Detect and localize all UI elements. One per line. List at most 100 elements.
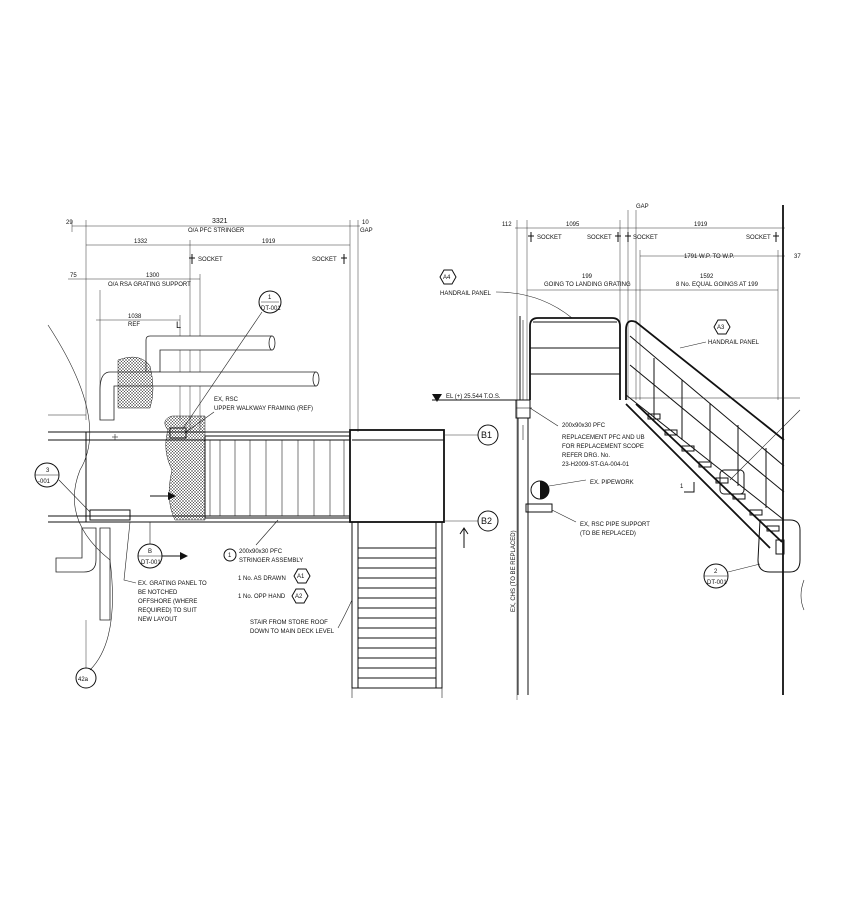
socket-label: SOCKET bbox=[587, 235, 612, 241]
existing-column bbox=[515, 399, 532, 695]
leader-line bbox=[123, 521, 137, 584]
socket-label: SOCKET bbox=[537, 235, 562, 241]
ex-pipework-label: EX. PIPEWORK bbox=[590, 480, 634, 486]
grid-42a-label: 42a bbox=[78, 677, 89, 683]
dim-199: 199 bbox=[582, 274, 593, 280]
pipe-support-plate bbox=[525, 503, 553, 513]
repl-note-line-5: 23-H2009-ST-GA-004-01 bbox=[562, 462, 630, 468]
hexagon-a1-icon bbox=[293, 568, 311, 584]
a3-label: A3 bbox=[717, 325, 725, 331]
section-b-ref: DT-001 bbox=[141, 560, 161, 566]
dim-29: 29 bbox=[66, 220, 73, 226]
stringer-note-line-1: 200x90x30 PFC bbox=[239, 549, 283, 555]
dim-1592: 1592 bbox=[700, 274, 714, 280]
leader-line bbox=[551, 509, 577, 523]
stair-note-line-2: DOWN TO MAIN DECK LEVEL bbox=[250, 629, 335, 635]
dim-37: 37 bbox=[794, 254, 801, 260]
ex-grating-note-line-5: NEW LAYOUT bbox=[138, 617, 178, 623]
l-mark: L bbox=[176, 320, 181, 330]
dim-112: 112 bbox=[502, 222, 512, 228]
boundary-arc bbox=[800, 579, 805, 611]
stringer-item-number: 1 bbox=[228, 553, 232, 559]
socket-centreline-icon bbox=[528, 232, 534, 242]
grid-b2-label: B2 bbox=[481, 516, 492, 526]
socket-label: SOCKET bbox=[633, 235, 658, 241]
section-b-letter: B bbox=[148, 549, 152, 555]
leader-line bbox=[727, 563, 761, 573]
chs-label: EX, CHS (TO BE REPLACED) bbox=[511, 530, 517, 612]
leader-line bbox=[548, 479, 587, 487]
section-3-ref: -001 bbox=[38, 479, 51, 485]
stair-note-line-1: STAIR FROM STORE ROOF bbox=[250, 620, 328, 626]
pipe-support-line-2: (TO BE REPLACED) bbox=[580, 531, 636, 537]
ex-grating-note-line-1: EX. GRATING PANEL TO bbox=[138, 581, 207, 587]
socket-centreline-icon bbox=[189, 254, 195, 264]
hexagon-a3-icon bbox=[713, 319, 731, 335]
repl-note-line-3: FOR REPLACEMENT SCOPE bbox=[562, 444, 644, 450]
leader-line bbox=[529, 407, 559, 427]
elevation-marker-icon bbox=[432, 394, 442, 402]
gridline-bubble-b1 bbox=[477, 424, 499, 446]
handrail-a4-label: HANDRAIL PANEL bbox=[440, 291, 492, 297]
detail-1-ref: DT-001 bbox=[261, 306, 281, 312]
gap-top-label: GAP bbox=[636, 204, 649, 210]
socket-centreline-icon bbox=[341, 254, 347, 264]
dim-3321: 3321 bbox=[212, 218, 228, 225]
ex-rsc-label: EX, RSC bbox=[214, 397, 239, 403]
section-arrow-icon bbox=[180, 552, 188, 560]
dim-1919: 1919 bbox=[262, 239, 276, 245]
dim-1095: 1095 bbox=[566, 222, 580, 228]
gridline-bubble-42a bbox=[75, 667, 97, 689]
dim-1791: 1791 W.P. TO W.P. bbox=[684, 254, 735, 260]
goings-label: 8 No. EQUAL GOINGS AT 199 bbox=[676, 282, 759, 288]
ex-grating-note-line-3: OFFSHORE (WHERE bbox=[138, 599, 197, 605]
detail-1-number: 1 bbox=[268, 295, 272, 301]
socket-centreline-icon bbox=[773, 232, 779, 242]
handrail-a3-label: HANDRAIL PANEL bbox=[708, 340, 760, 346]
going-label: GOING TO LANDING GRATING bbox=[544, 282, 631, 288]
pipework-half-fill bbox=[540, 481, 549, 499]
dim-1919-right: 1919 bbox=[694, 222, 708, 228]
oa-rsa-label: O/A RSA GRATING SUPPORT bbox=[108, 282, 191, 288]
slope-triangle-icon bbox=[684, 482, 695, 493]
detail-bubble-1 bbox=[258, 290, 282, 314]
hexagon-a4-icon bbox=[439, 269, 457, 285]
repl-note-line-2: REPLACEMENT PFC AND UB bbox=[562, 435, 645, 441]
gap-label: GAP bbox=[360, 228, 373, 234]
right-dimension-lines bbox=[515, 205, 785, 700]
repl-note-line-1: 200x90x30 PFC bbox=[562, 423, 606, 429]
socket-label: SOCKET bbox=[746, 235, 771, 241]
leader-line bbox=[337, 599, 353, 629]
slope-label: 1 bbox=[680, 484, 684, 490]
oa-pfc-stringer-label: O/A PFC STRINGER bbox=[188, 228, 245, 234]
gridline-bubble-b2 bbox=[477, 510, 499, 532]
grid-b1-label: B1 bbox=[481, 430, 492, 440]
dim-75: 75 bbox=[70, 273, 77, 279]
left-dimension-lines bbox=[68, 220, 360, 432]
stair-flight bbox=[349, 429, 445, 698]
ex-grating-note-line-4: REQUIRED) TO SUIT bbox=[138, 608, 197, 614]
dim-1332: 1332 bbox=[134, 239, 148, 245]
a2-label: A2 bbox=[295, 594, 303, 600]
ref-label: REF bbox=[128, 322, 140, 328]
a4-label: A4 bbox=[443, 275, 451, 281]
detail-2-number: 2 bbox=[714, 569, 718, 575]
inclined-stair bbox=[625, 320, 801, 573]
opp-hand-label: 1 No. OPP HAND bbox=[238, 594, 286, 600]
section-3-number: 3 bbox=[46, 468, 50, 474]
dim-1038: 1038 bbox=[128, 314, 142, 320]
detail-2-ref: DT-001 bbox=[707, 580, 727, 586]
socket-label: SOCKET bbox=[198, 257, 223, 263]
pipe-support-line-1: EX, RSC PIPE SUPPORT bbox=[580, 522, 650, 528]
leader-line bbox=[679, 341, 707, 349]
socket-label: SOCKET bbox=[312, 257, 337, 263]
hexagon-a2-icon bbox=[291, 588, 309, 604]
elevation-label: EL (+) 25.544 T.O.S. bbox=[446, 394, 501, 400]
leader-line bbox=[181, 311, 263, 431]
stringer-item-bubble bbox=[223, 548, 237, 562]
a1-label: A1 bbox=[297, 574, 305, 580]
landing-handrail bbox=[519, 316, 621, 400]
boundary-arc bbox=[47, 324, 113, 671]
socket-centreline-icon bbox=[615, 232, 621, 242]
